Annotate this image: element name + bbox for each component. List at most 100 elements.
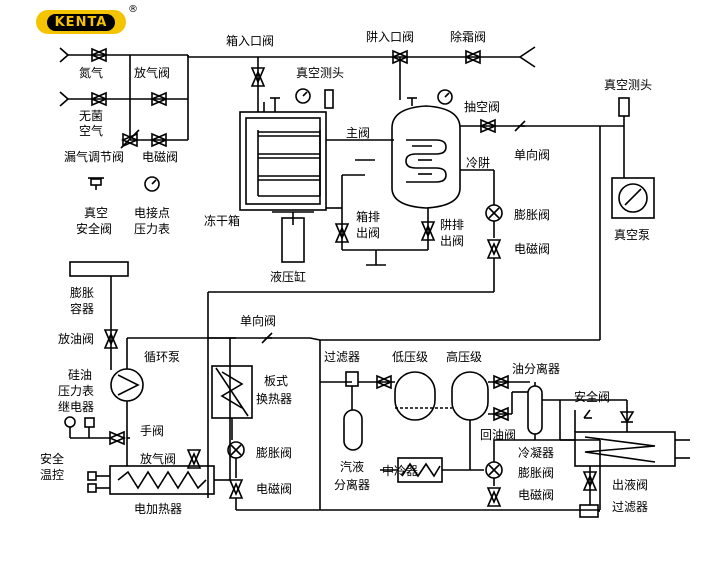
brand-logo: KENTA xyxy=(36,10,126,34)
safety-valve-symbol xyxy=(619,411,635,424)
label-safety-temp-1: 安全 xyxy=(40,452,65,466)
oil-drain-valve xyxy=(103,329,119,349)
electric-heater-body xyxy=(109,465,215,495)
check-valve-mid xyxy=(261,332,273,344)
filter-bottom-body xyxy=(579,504,599,518)
contact-pressure-gauge-symbol xyxy=(144,176,160,192)
label-box-drain-valve-1: 箱排 xyxy=(356,210,381,224)
oil-separator-body xyxy=(527,385,543,435)
label-condenser: 冷凝器 xyxy=(518,446,555,460)
label-solenoid-valve-comp: 电磁阀 xyxy=(518,488,555,502)
high-pressure-compressor xyxy=(451,371,489,421)
sterile-air-valve xyxy=(89,91,109,107)
label-nitrogen: 氮气 xyxy=(79,66,104,80)
nitrogen-valve xyxy=(89,47,109,63)
label-oil-separator: 油分离器 xyxy=(512,362,561,376)
filter-top-body xyxy=(345,371,359,387)
label-expansion-valve-trap: 膨胀阀 xyxy=(514,208,551,222)
label-intercooler: 中冷器 xyxy=(382,464,419,478)
label-leak-adjust-valve: 漏气调节阀 xyxy=(64,150,125,164)
solenoid-valve-hx xyxy=(228,479,244,499)
label-oil-drain-valve: 放油阀 xyxy=(58,332,95,346)
label-safety-valve: 安全阀 xyxy=(574,390,611,404)
vent-valve-heater xyxy=(186,449,202,469)
box-drain-valve xyxy=(334,223,350,243)
vacuum-probe-right-symbol xyxy=(618,97,630,117)
vent-valve-top xyxy=(149,91,169,107)
defrost-valve xyxy=(463,49,483,65)
label-trap-inlet-valve: 阱入口阀 xyxy=(366,30,415,44)
label-safety-temp-2: 温控 xyxy=(40,468,65,482)
low-pressure-compressor xyxy=(394,371,436,421)
label-high-pressure-stage: 高压级 xyxy=(446,350,483,364)
expansion-tank-body xyxy=(69,261,129,277)
label-solenoid-valve-top: 电磁阀 xyxy=(142,150,179,164)
label-plate-hx-1: 板式 xyxy=(264,374,289,388)
label-vent-valve-heater: 放气阀 xyxy=(140,452,177,466)
label-expansion-valve-comp: 膨胀阀 xyxy=(518,466,555,480)
hand-valve xyxy=(107,430,127,446)
brand-logo-text: KENTA xyxy=(46,13,116,31)
label-solenoid-valve-trap: 电磁阀 xyxy=(514,242,551,256)
trap-inlet-valve xyxy=(390,49,410,65)
condenser-body xyxy=(574,431,676,467)
solenoid-valve-top xyxy=(149,132,169,148)
label-silicone-gauge-2: 压力表 xyxy=(58,384,95,398)
label-freeze-dryer-box: 冻干箱 xyxy=(204,214,241,228)
label-trap-drain-valve-1: 阱排 xyxy=(440,218,465,232)
label-vacuum-probe-right: 真空测头 xyxy=(604,78,653,92)
check-valve-top xyxy=(514,120,526,132)
label-silicone-gauge-3: 继电器 xyxy=(58,400,95,414)
label-vacuum-pump: 真空泵 xyxy=(614,228,651,242)
label-box-drain-valve-2: 出阀 xyxy=(356,226,381,240)
leak-adjust-valve xyxy=(120,129,140,149)
trap-drain-valve xyxy=(420,221,436,241)
label-liquid-outlet-valve: 出液阀 xyxy=(612,478,649,492)
label-trap-drain-valve-2: 出阀 xyxy=(440,234,465,248)
label-cold-trap: 冷阱 xyxy=(466,156,491,170)
label-vacuum-safety-valve-1: 真空 xyxy=(84,206,109,220)
label-hydraulic-cylinder: 液压缸 xyxy=(270,270,307,284)
label-low-pressure-stage: 低压级 xyxy=(392,350,429,364)
freeze-dryer-inner xyxy=(245,117,321,205)
label-sterile-air-1: 无菌 xyxy=(79,109,104,123)
label-box-inlet-valve: 箱入口阀 xyxy=(226,34,275,48)
box-inlet-valve xyxy=(250,67,266,87)
label-gas-liquid-sep-2: 分离器 xyxy=(334,478,371,492)
oil-return-valve xyxy=(491,406,511,422)
label-vacuum-probe-box: 真空测头 xyxy=(296,66,345,80)
label-expansion-valve-hx: 膨胀阀 xyxy=(256,446,293,460)
label-sterile-air-2: 空气 xyxy=(79,124,104,138)
gas-liquid-separator-body xyxy=(343,409,363,451)
label-expansion-tank-2: 容器 xyxy=(70,302,95,316)
label-electric-heater: 电加热器 xyxy=(134,502,183,516)
label-solenoid-valve-hx: 电磁阀 xyxy=(256,482,293,496)
label-filter-top: 过滤器 xyxy=(324,350,361,364)
label-defrost-valve: 除霜阀 xyxy=(450,30,487,44)
label-check-valve-mid: 单向阀 xyxy=(240,314,277,328)
low-stage-inlet-valve xyxy=(374,374,394,390)
label-hand-valve: 手阀 xyxy=(140,424,165,438)
solenoid-valve-comp xyxy=(486,487,502,507)
label-contact-pressure-gauge-1: 电接点 xyxy=(134,206,171,220)
high-stage-outlet-valve xyxy=(491,374,511,390)
label-expansion-tank-1: 膨胀 xyxy=(70,286,95,300)
pumping-valve xyxy=(478,118,498,134)
solenoid-valve-trap xyxy=(486,239,502,259)
label-plate-hx-2: 换热器 xyxy=(256,392,293,406)
label-silicone-gauge-1: 硅油 xyxy=(68,368,93,382)
label-gas-liquid-sep-1: 汽液 xyxy=(340,460,365,474)
cold-trap-body xyxy=(391,105,461,209)
label-check-valve-top: 单向阀 xyxy=(514,148,551,162)
label-pumping-valve: 抽空阀 xyxy=(464,100,501,114)
vacuum-pump-body xyxy=(611,177,655,219)
vacuum-safety-valve-symbol xyxy=(88,177,104,190)
label-filter-bottom: 过滤器 xyxy=(612,500,649,514)
label-circulation-pump: 循环泵 xyxy=(144,350,181,364)
label-oil-return-valve: 回油阀 xyxy=(480,428,517,442)
label-main-valve: 主阀 xyxy=(346,126,371,140)
liquid-outlet-valve xyxy=(582,471,598,491)
registered-mark: ® xyxy=(128,4,138,15)
